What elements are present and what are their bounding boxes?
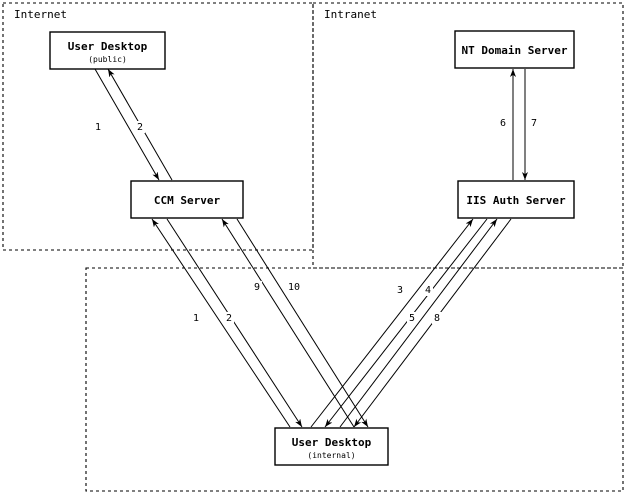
node-box-user-desktop-internal [274, 427, 389, 466]
flow-label-halo-flow-8 [432, 312, 442, 324]
flow-label-flow-1-public: 1 [95, 122, 101, 133]
flow-label-flow-4: 4 [425, 285, 431, 296]
flow-label-flow-2-public: 2 [137, 122, 143, 133]
node-title-user-desktop-internal: User Desktop [292, 436, 372, 449]
flow-label-flow-7: 7 [531, 118, 537, 129]
flow-label-halo-flow-2-public [135, 121, 145, 133]
node-box-ccm-server [130, 180, 244, 219]
flow-arrow-flow-4 [324, 218, 488, 428]
flow-labels-layer: 1 2 6 7 1 2 9 10 3 4 5 8 [93, 117, 539, 324]
flow-arrow-flow-2-internal [166, 218, 303, 428]
flow-arrow-flow-5 [339, 218, 498, 428]
flows-layer [94, 68, 528, 428]
flow-label-halo-flow-7 [529, 117, 539, 129]
flow-label-halo-flow-1-public [93, 121, 103, 133]
node-title-user-desktop-public: User Desktop [68, 40, 148, 53]
node-box-user-desktop-public [49, 31, 166, 70]
node-user-desktop-public: User Desktop (public) [49, 31, 166, 70]
zone-boundary-internal [85, 267, 624, 492]
flow-label-halo-flow-3 [395, 284, 405, 296]
flow-label-flow-9: 9 [254, 282, 260, 293]
flow-arrow-flow-1-internal [151, 218, 291, 428]
flow-arrow-flow-3 [310, 218, 474, 428]
flow-label-halo-flow-6 [498, 117, 508, 129]
zone-label-internet: Internet [14, 8, 67, 21]
flow-label-halo-flow-2-internal [224, 312, 234, 324]
flow-arrow-flow-9 [221, 218, 355, 428]
nodes-layer: User Desktop (public) CCM Server NT Domain … [49, 30, 575, 466]
flow-label-halo-flow-4 [423, 284, 433, 296]
node-title-iis-auth-server: IIS Auth Server [466, 194, 566, 207]
node-box-nt-domain-server [454, 30, 575, 69]
flow-arrow-flow-1-public [94, 68, 160, 181]
flow-label-halo-flow-1-internal [191, 312, 201, 324]
flow-label-halo-flow-9 [252, 281, 262, 293]
node-iis-auth-server: IIS Auth Server [457, 180, 575, 219]
node-box-iis-auth-server [457, 180, 575, 219]
flow-label-flow-2-internal: 2 [226, 313, 232, 324]
zones-layer: Internet Intranet [2, 2, 624, 492]
flow-label-flow-8: 8 [434, 313, 440, 324]
node-subtitle-user-desktop-public: (public) [88, 55, 127, 64]
flow-label-flow-6: 6 [500, 118, 506, 129]
zone-label-intranet: Intranet [324, 8, 377, 21]
flow-label-flow-5: 5 [409, 313, 415, 324]
flow-label-flow-10: 10 [288, 282, 300, 293]
node-user-desktop-internal: User Desktop (internal) [274, 427, 389, 466]
flow-arrow-flow-10 [236, 218, 369, 428]
node-ccm-server: CCM Server [130, 180, 244, 219]
flow-label-flow-3: 3 [397, 285, 403, 296]
node-nt-domain-server: NT Domain Server [454, 30, 575, 69]
node-title-ccm-server: CCM Server [154, 194, 221, 207]
flow-label-halo-flow-10 [285, 281, 303, 293]
flow-label-flow-1-internal: 1 [193, 313, 199, 324]
node-subtitle-user-desktop-internal: (internal) [307, 451, 355, 460]
zone-internal [85, 267, 624, 492]
flow-label-halo-flow-5 [407, 312, 417, 324]
node-title-nt-domain-server: NT Domain Server [462, 44, 568, 57]
zone-intranet: Intranet [312, 2, 624, 269]
